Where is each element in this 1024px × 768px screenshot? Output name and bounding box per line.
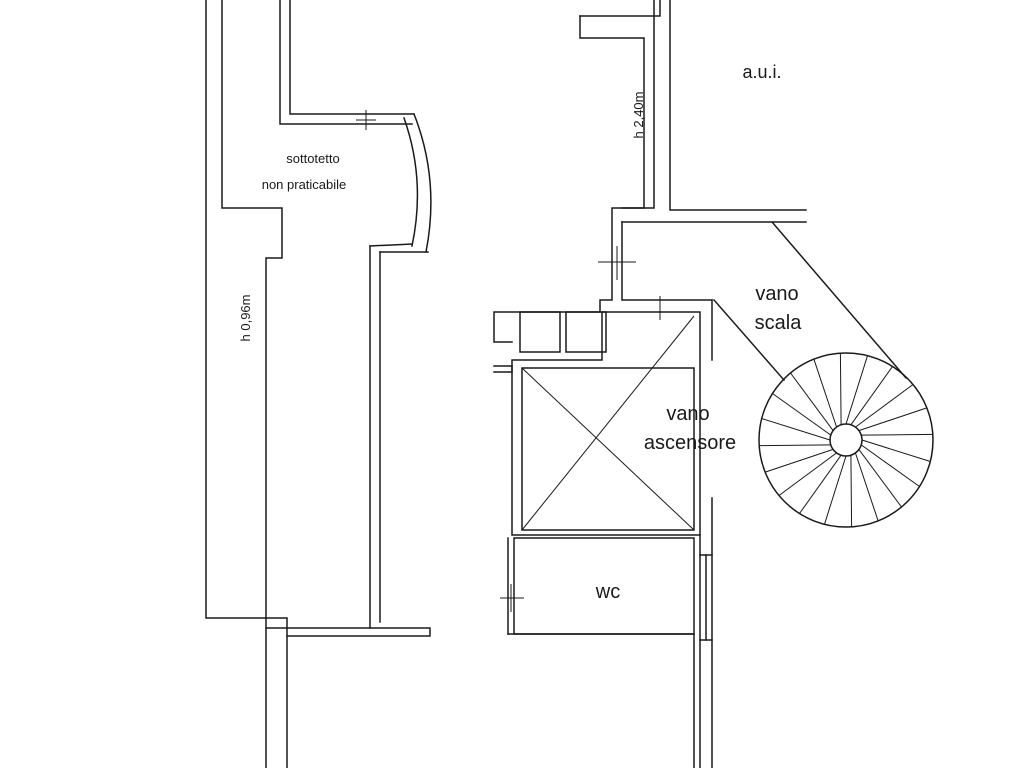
attic-top-partition: [279, 0, 413, 125]
stair-tread: [824, 455, 847, 525]
aui-left-wall: [493, 15, 645, 343]
stair-tread: [790, 372, 834, 431]
attic-top-partition-inner: [289, 0, 415, 115]
wc-tick: [500, 584, 524, 612]
stair-newel: [829, 423, 863, 457]
spiral-staircase: [712, 220, 934, 528]
attic-walls: [205, 0, 432, 768]
attic-height-label: h 0,96m: [238, 295, 253, 342]
aui-height-label: h 2,40m: [631, 92, 646, 139]
stair-tread: [854, 452, 879, 521]
aui-left-wall-inner: [579, 0, 661, 17]
aui-label: a.u.i.: [742, 62, 781, 82]
stair-tread: [759, 444, 831, 447]
box-left-edge: [493, 365, 513, 373]
aui-left-wall-top: [621, 0, 655, 209]
attic-curved-bay-inner: [403, 117, 419, 247]
stair-tread: [861, 433, 933, 436]
stair-tread: [799, 454, 842, 514]
attic-outer-wall: [205, 0, 288, 768]
aui-right-wall: [669, 0, 807, 211]
stair-tread: [855, 384, 914, 428]
attic-bottom-wall: [286, 627, 431, 637]
stair-diagonal-inner: [712, 298, 786, 382]
stair-tread: [772, 393, 832, 436]
center-tick-1: [598, 246, 636, 280]
stair-tread: [761, 418, 831, 441]
stair-tread: [839, 353, 842, 425]
stair-tread: [845, 355, 868, 425]
stair-label-line1: vano: [755, 283, 798, 305]
stair-connector: [621, 221, 713, 301]
box-small-2: [565, 311, 607, 353]
stair-treads: [759, 353, 933, 527]
stair-diagonal-outer: [770, 220, 908, 380]
attic-tick: [356, 110, 376, 130]
elevator-label-line2: ascensore: [644, 432, 736, 454]
wc-window-1: [699, 554, 713, 641]
elevator-label-line1: vano: [666, 403, 709, 425]
stair-tread: [850, 455, 853, 527]
stair-tread: [861, 439, 931, 462]
attic-step-top: [369, 243, 413, 247]
box-small-1: [519, 311, 561, 353]
stair-label-line2: scala: [755, 312, 803, 334]
stair-tread: [850, 366, 893, 426]
attic-curved-bay: [413, 113, 432, 253]
wc-label: wc: [595, 581, 620, 603]
stair-tread: [765, 448, 834, 473]
center-walls: [493, 0, 807, 768]
stair-tread: [778, 452, 837, 496]
elevator-shaft-outer: [511, 311, 701, 536]
elevator-box: [521, 367, 695, 531]
attic-label-line2: non praticabile: [262, 177, 347, 192]
elevator-cross: [521, 315, 695, 531]
stair-tread: [858, 449, 902, 508]
stair-tread: [860, 444, 920, 487]
attic-inner-wall: [221, 0, 283, 768]
wc-bottom-wall: [507, 633, 695, 768]
stair-tread: [813, 359, 838, 428]
stair-outer-circle: [758, 352, 934, 528]
stair-tread: [858, 407, 927, 432]
attic-label-line1: sottotetto: [286, 151, 339, 166]
